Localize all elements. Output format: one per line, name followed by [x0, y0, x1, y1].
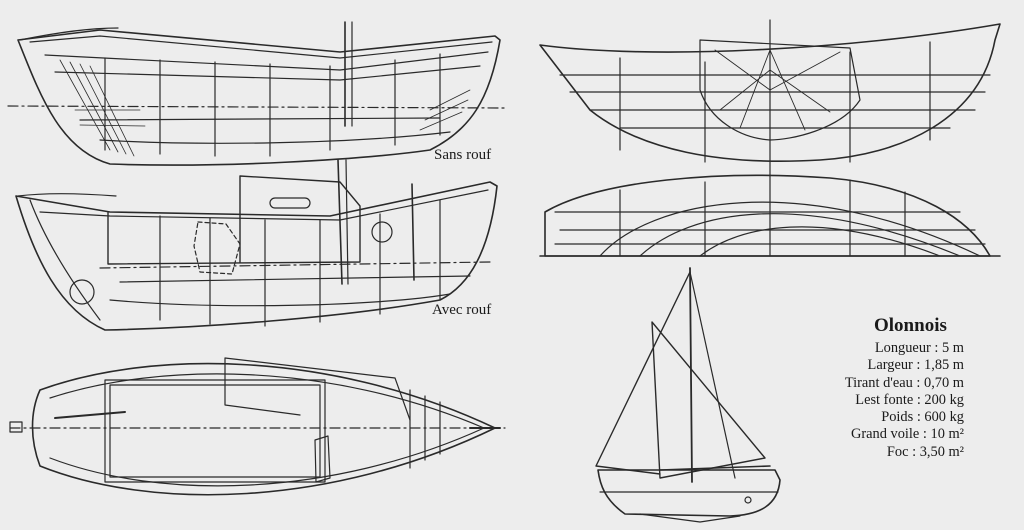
- spec-list: Longueur : 5 m Largeur : 1,85 m Tirant d…: [800, 340, 964, 461]
- curve-1: [599, 201, 981, 257]
- engine-outline: [193, 221, 241, 275]
- side-view-avec-rouf: [15, 159, 498, 331]
- spec-tirant-eau: Tirant d'eau : 0,70 m: [844, 374, 964, 391]
- side-view-sans-rouf: [7, 21, 507, 166]
- deckhouse-top: [224, 357, 411, 421]
- hatch: [314, 435, 331, 483]
- transom-fitting: [9, 421, 23, 433]
- rudder-fitting: [744, 496, 752, 504]
- waterline: [7, 105, 507, 109]
- stern-planking: [59, 59, 146, 157]
- lines-half-breadth: [539, 174, 1001, 257]
- deck-line: [54, 65, 481, 81]
- deckhouse: [107, 175, 361, 265]
- propeller: [69, 279, 95, 305]
- spec-lest-fonte: Lest fonte : 200 kg: [855, 391, 964, 408]
- tabernacle: [411, 183, 415, 281]
- rail: [39, 189, 489, 221]
- tiller: [54, 411, 126, 419]
- porthole: [371, 221, 393, 243]
- sheer-line: [29, 35, 493, 59]
- forestay: [689, 271, 736, 479]
- rail-line: [44, 51, 489, 71]
- spec-longueur: Longueur : 5 m: [874, 340, 964, 356]
- plan-view: [9, 357, 506, 496]
- cockpit-inner: [109, 384, 321, 478]
- hull: [597, 469, 781, 517]
- sail-plan: [595, 267, 781, 523]
- caption-avec-rouf: Avec rouf: [432, 302, 492, 318]
- spec-grand-voile: Grand voile : 10 m²: [850, 426, 964, 443]
- tiller: [19, 27, 119, 41]
- spec-poids: Poids : 600 kg: [881, 409, 964, 426]
- sheer: [539, 23, 1001, 163]
- jib: [595, 271, 691, 475]
- cabin-sole: [79, 117, 441, 121]
- deck-outline: [31, 362, 496, 496]
- midship-section: [699, 39, 861, 141]
- deckhouse-port: [269, 197, 311, 209]
- curve-3: [699, 226, 941, 257]
- diagonals: [714, 49, 841, 131]
- boat-name: Olonnois: [874, 315, 947, 336]
- hull-outline: [17, 29, 501, 166]
- mainsail: [651, 321, 766, 479]
- keel: [109, 293, 451, 307]
- spec-largeur: Largeur : 1,85 m: [867, 357, 964, 374]
- spec-foc: Foc : 3,50 m²: [886, 443, 964, 460]
- cockpit: [104, 379, 326, 483]
- bow-planking: [419, 89, 471, 131]
- keel-line: [99, 131, 451, 144]
- caption-sans-rouf: Sans rouf: [434, 147, 492, 163]
- sheer-inner: [49, 373, 485, 487]
- outline: [544, 174, 991, 257]
- mast: [689, 267, 693, 483]
- curve-2: [639, 213, 961, 257]
- hull-outline: [15, 181, 498, 331]
- mast-aft: [345, 159, 349, 285]
- rudder: [29, 199, 101, 321]
- waterline: [99, 261, 491, 269]
- mast: [337, 159, 343, 285]
- cabin-sole: [119, 275, 471, 283]
- keel: [639, 513, 741, 523]
- tiller: [17, 193, 117, 197]
- lines-profile: [539, 19, 1001, 177]
